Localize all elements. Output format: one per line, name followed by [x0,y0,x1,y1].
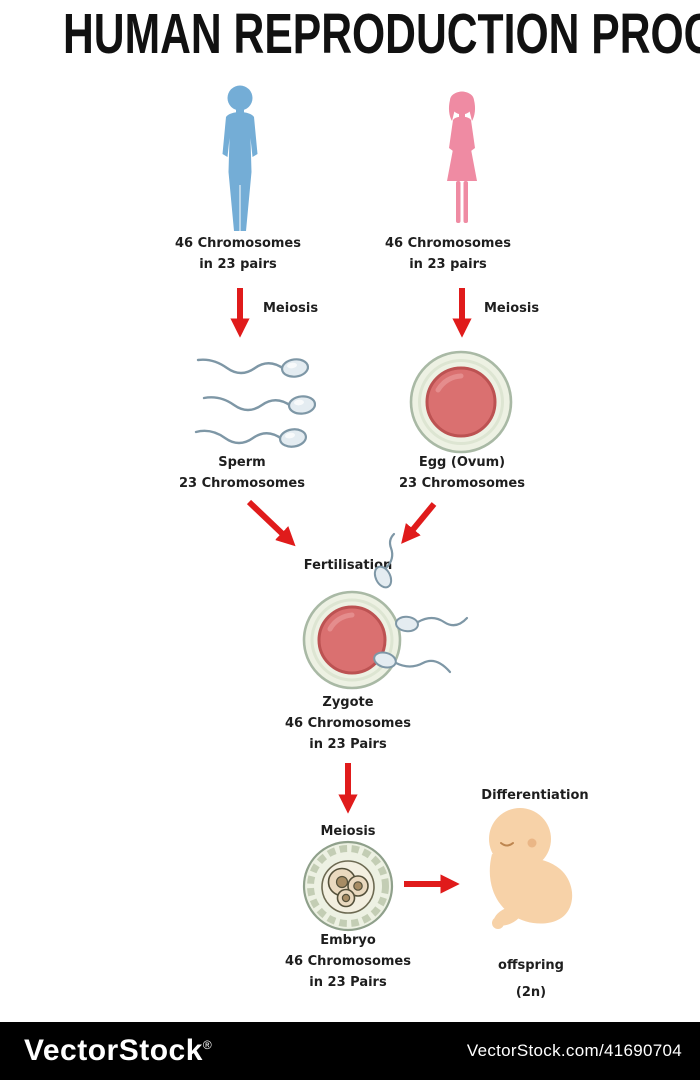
sperm-tail [202,396,293,412]
female-caption-line1: 46 Chromosomes [384,236,511,251]
sperm-tail [196,358,286,375]
male-caption: 46 Chromosomes in 23 pairs [148,234,328,276]
meiosis-label-zygote: Meiosis [320,824,376,839]
sperm-tail [384,532,396,570]
sperm-head [280,358,310,378]
female-caption: 46 Chromosomes in 23 pairs [358,234,538,276]
egg-caption: Egg (Ovum) 23 Chromosomes [372,452,552,495]
zygote-illustration [302,532,469,690]
sperm-head [395,615,419,633]
sperm-tail [416,616,469,627]
zygote-caption: Zygote 46 Chromosomes in 23 Pairs [258,693,438,755]
meiosis-label-male: Meiosis [263,301,319,316]
female-caption-line2: in 23 pairs [409,256,487,272]
male-silhouette-icon [222,85,258,231]
zygote-name: Zygote [322,695,374,710]
differentiation-label: Differentiation [481,788,589,803]
male-caption-line2: in 23 pairs [199,256,277,272]
embryo-caption: Embryo 46 Chromosomes in 23 Pairs [258,931,438,993]
egg-illustration [409,350,513,454]
embryo-chromosomes: 46 Chromosomes [284,953,411,969]
embryo-illustration [302,840,394,932]
sperm-head [287,395,317,415]
embryo-name: Embryo [320,933,376,948]
sperm-name: Sperm [218,455,266,470]
male-caption-line1: 46 Chromosomes [174,236,301,251]
sperm-head [278,428,308,448]
sperm-caption: Sperm 23 Chromosomes [152,452,332,495]
sperm-tail [194,429,284,445]
vectorstock-logo: VectorStock® [24,1034,212,1068]
fetus-eye [500,842,514,847]
egg-chromosomes: 23 Chromosomes [398,476,525,492]
zygote-chromosomes: 46 Chromosomes [284,715,411,731]
offspring-name: offspring [498,958,564,973]
fertilisation-label: Fertilisation [303,558,393,573]
watermark-bar: VectorStock® VectorStock.com/41690704 [0,1022,700,1080]
sperm-head [373,651,397,669]
vectorstock-ref: VectorStock.com/41690704 [466,1041,682,1060]
meiosis-label-female: Meiosis [484,301,540,316]
zygote-pairs: in 23 Pairs [309,736,387,752]
sperm-illustration [194,358,317,448]
sperm-chromosomes: 23 Chromosomes [178,476,305,492]
fetus-ear [527,838,537,848]
sperm-tail [394,659,452,674]
offspring-ploidy: (2n) [515,985,547,1001]
vectorstock-brand-text: VectorStock [24,1034,203,1067]
page-title: HUMAN REPRODUCTION PROCESS [63,3,700,66]
egg-name: Egg (Ovum) [418,455,506,470]
fetus-illustration [489,808,573,929]
sperm-head [373,565,393,589]
offspring-caption: offspring (2n) [441,952,621,1007]
registered-mark: ® [202,1038,213,1052]
embryo-pairs: in 23 Pairs [309,974,387,990]
sperm-to-fertilisation-arrow [246,499,296,547]
female-silhouette-icon [447,91,477,223]
